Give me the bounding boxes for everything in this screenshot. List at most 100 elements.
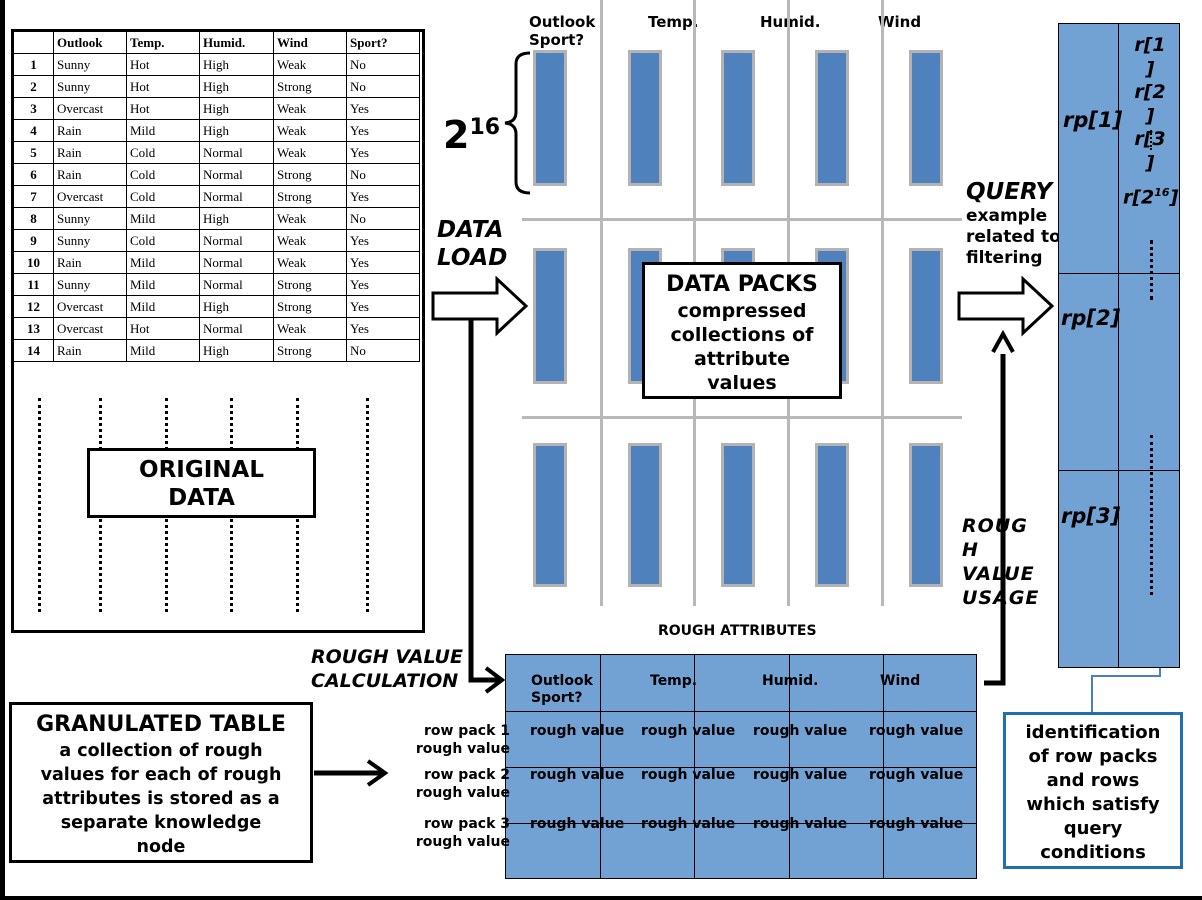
data-packs-line: collections of [670, 324, 814, 346]
row-last-end: ] [1169, 186, 1179, 209]
table-cell: High [199, 339, 274, 362]
table-cell: Weak [273, 207, 347, 230]
pack-size-bracket [504, 51, 531, 195]
data-load-line: DATA [437, 217, 504, 243]
query-line: related to [966, 227, 1061, 247]
pack-gridline [881, 0, 884, 606]
original-label-line: ORIGINAL [139, 457, 264, 483]
table-cell: Mild [126, 295, 200, 318]
identification-box: identification of row packs and rows whi… [1003, 712, 1183, 869]
rough-value-cell: rough value [530, 723, 625, 739]
dotted-column-6 [366, 398, 369, 612]
rough-value-cell: rough value [753, 767, 848, 783]
pack-gridline [522, 416, 962, 419]
data-load-arrow [431, 276, 529, 337]
table-cell: Weak [273, 97, 347, 120]
row-label: ] [1145, 104, 1155, 127]
row-dots [1150, 435, 1153, 595]
rough-header-text: Sport? [531, 690, 583, 706]
granulated-line: separate knowledge [60, 813, 262, 833]
usage-line: VALUE [962, 563, 1035, 585]
data-packs-line: compressed [677, 300, 807, 322]
header-text: Outlook [529, 13, 596, 31]
grid-line [694, 655, 695, 878]
query-title: QUERY [966, 179, 1053, 205]
rough-header-outlook: Outlook Sport? [531, 673, 593, 707]
granulated-title: GRANULATED TABLE [36, 712, 286, 737]
row-last-exp: 16 [1154, 186, 1170, 199]
data-pack [533, 443, 567, 587]
granulated-table-box: GRANULATED TABLE a collection of rough v… [9, 702, 313, 863]
row-packs-divider [1058, 273, 1180, 274]
data-pack [909, 443, 943, 587]
granulated-line: node [136, 837, 186, 857]
rough-attributes-title: ROUGH ATTRIBUTES [658, 623, 817, 639]
data-pack [628, 50, 662, 186]
rough-value-cell: rough value [869, 723, 964, 739]
table-cell: High [199, 53, 274, 76]
header-cell: Humid. [199, 31, 274, 54]
usage-line: USAGE [962, 587, 1040, 609]
identification-line: conditions [1040, 842, 1146, 863]
data-packs-title: DATA PACKS [666, 272, 818, 297]
rough-value-cell: rough value [869, 767, 964, 783]
grid-line [506, 823, 976, 824]
data-pack [533, 248, 567, 384]
row-pack-label-line: rough value [415, 785, 510, 801]
table-cell: Strong [273, 295, 347, 318]
table-cell: Mild [126, 273, 200, 296]
table-cell: Rain [53, 163, 127, 186]
table-cell: Normal [199, 185, 274, 208]
table-cell: Rain [53, 339, 127, 362]
row-pack-2-label: rp[2] [1061, 306, 1121, 330]
row-last-base: r[2 [1123, 186, 1155, 209]
usage-line: H [962, 539, 979, 561]
data-pack [721, 443, 755, 587]
rough-value-calculation-label: ROUGH VALUE CALCULATION [311, 645, 463, 693]
row-last-label: r[216] [1123, 186, 1178, 208]
row-pack-label-line: row pack 3 [423, 816, 510, 832]
grid-line [789, 655, 790, 878]
size-base: 2 [443, 113, 470, 157]
row-label: r[1 [1134, 34, 1166, 56]
identification-line: of row packs [1028, 746, 1158, 767]
packs-header-outlook: Outlook Sport? [529, 13, 595, 49]
table-cell: Yes [346, 141, 420, 164]
rough-header-wind: Wind [880, 673, 921, 689]
table-cell: Overcast [53, 317, 127, 340]
granulated-line: values for each of rough [40, 765, 282, 785]
pack-gridline [522, 218, 962, 221]
query-line: filtering [966, 248, 1043, 268]
rough-value-cell: rough value [753, 723, 848, 739]
row-label: ] [1145, 151, 1155, 174]
grid-line [506, 711, 976, 712]
table-cell: Hot [126, 317, 200, 340]
rough-value-cell: rough value [530, 767, 625, 783]
row-labels: r[1 ] r[2 ] r[3 ] [1120, 34, 1180, 175]
data-pack [909, 50, 943, 186]
row-dots [1150, 130, 1152, 150]
grid-line [883, 655, 884, 878]
row-pack-label-line: rough value [415, 741, 510, 757]
data-load-label: DATA LOAD [437, 216, 507, 272]
row-dots [1150, 240, 1153, 300]
rough-header-temp: Temp. [650, 673, 698, 689]
data-pack [533, 50, 567, 186]
identification-line: which satisfy [1026, 794, 1160, 815]
dotted-column-1 [38, 398, 41, 612]
table-cell: 12 [13, 295, 54, 318]
table-cell: Mild [126, 339, 200, 362]
granulated-line: attributes is stored as a [42, 789, 280, 809]
table-cell: Normal [199, 251, 274, 274]
data-pack [815, 443, 849, 587]
table-cell: Rain [53, 141, 127, 164]
rough-value-usage-label: ROUG H VALUE USAGE [962, 514, 1039, 610]
row-pack-1-label: rp[1] [1063, 108, 1123, 132]
data-packs-box: DATA PACKS compressed collections of att… [642, 262, 842, 399]
